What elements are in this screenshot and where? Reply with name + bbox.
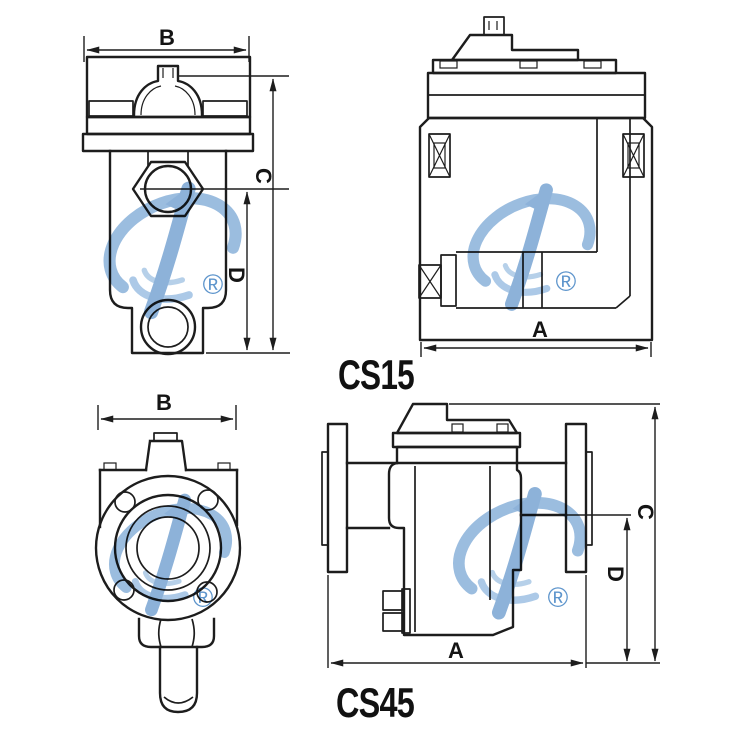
bolt-hole: [114, 491, 136, 513]
cs15-front-dim-height-total: C: [251, 78, 277, 351]
dim-label-a: A: [448, 638, 464, 663]
model-title-cs45: CS45: [336, 679, 414, 726]
cs45-front-view: B: [94, 390, 242, 714]
bolt-hole: [196, 581, 218, 603]
cs15-knob-marks: [162, 68, 174, 78]
cs45-side-fitting: [382, 588, 411, 634]
cs15-side-dim-length: A: [420, 317, 652, 357]
cs15-neck-lines: [147, 151, 189, 167]
cs15-inlet-connector: [418, 254, 457, 307]
cs15-bottom-port-inner: [147, 306, 189, 348]
cs15-front-dim-height-body: D: [224, 191, 251, 351]
cs45-bottom-plug: [137, 617, 216, 714]
watermarks: ® ® ® ®: [94, 179, 606, 620]
registered-mark: ®: [203, 269, 224, 300]
cs45-side-dim-length: A: [327, 575, 587, 668]
cs45-body: [387, 461, 523, 637]
cs45-side-dim-height-total: C: [633, 406, 659, 662]
registered-mark: ®: [548, 582, 569, 613]
registered-mark: ®: [556, 266, 577, 297]
cs45-top-neck: [98, 432, 239, 529]
dim-label-b: B: [159, 25, 175, 50]
cs15-front-dim-width: B: [83, 25, 250, 62]
cs15-flange-band: [81, 132, 255, 153]
dim-label-b: B: [156, 390, 172, 415]
model-title-cs15: CS15: [338, 351, 414, 398]
cs15-side-body: [418, 116, 654, 342]
cs45-front-dim-width: B: [97, 390, 237, 430]
cs15-bolt-symbol-right: [622, 133, 645, 178]
cs45-side-dim-height-body: D: [603, 517, 631, 662]
dim-label-a: A: [532, 317, 548, 342]
cs15-side-view: A: [418, 16, 654, 357]
dim-label-c: C: [251, 168, 276, 184]
cs15-bolt-symbol-left: [428, 133, 451, 178]
dim-label-c: C: [633, 504, 658, 520]
dim-label-d: D: [603, 566, 628, 582]
dim-label-d: D: [224, 267, 249, 283]
cs45-upper-body: [395, 445, 519, 465]
registered-mark: ®: [193, 582, 214, 613]
